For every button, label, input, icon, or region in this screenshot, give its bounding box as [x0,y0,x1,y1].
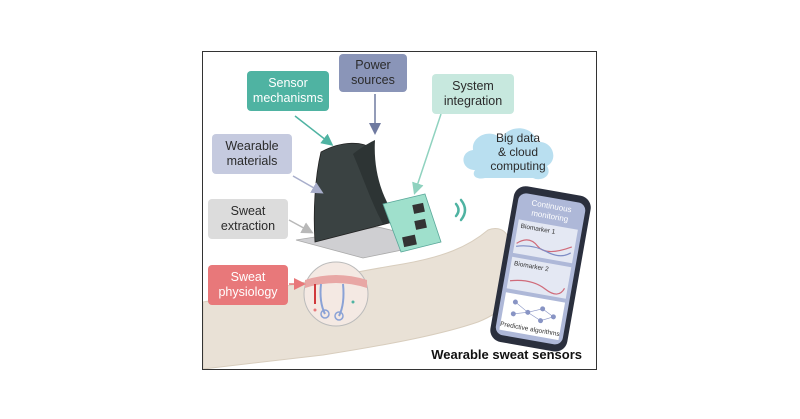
arrow-sensor [294,115,334,146]
circuit-layer [382,193,442,253]
cloud-shape [463,128,554,180]
label-system-integration: System integration [432,74,514,114]
wireless-signal-icon [454,198,467,222]
illustration: Continuous monitoring Biomarker 1 Biomar… [203,94,591,369]
arrow-system [412,113,442,195]
arrow-materials [292,175,324,194]
label-power-sources: Power sources [339,54,407,92]
label-sensor-mechanisms: Sensor mechanisms [247,71,329,111]
figure-frame: Continuous monitoring Biomarker 1 Biomar… [202,51,597,370]
skin-cross-section [303,261,369,327]
label-big-data-cloud: Big data & cloud computing [490,131,546,173]
arrow-extraction [288,219,314,234]
label-sweat-extraction: Sweat extraction [208,199,288,239]
figure-title: Wearable sweat sensors [431,347,582,362]
smartphone: Continuous monitoring Biomarker 1 Biomar… [490,186,591,352]
label-wearable-materials: Wearable materials [212,134,292,174]
label-sweat-physiology: Sweat physiology [208,265,288,305]
